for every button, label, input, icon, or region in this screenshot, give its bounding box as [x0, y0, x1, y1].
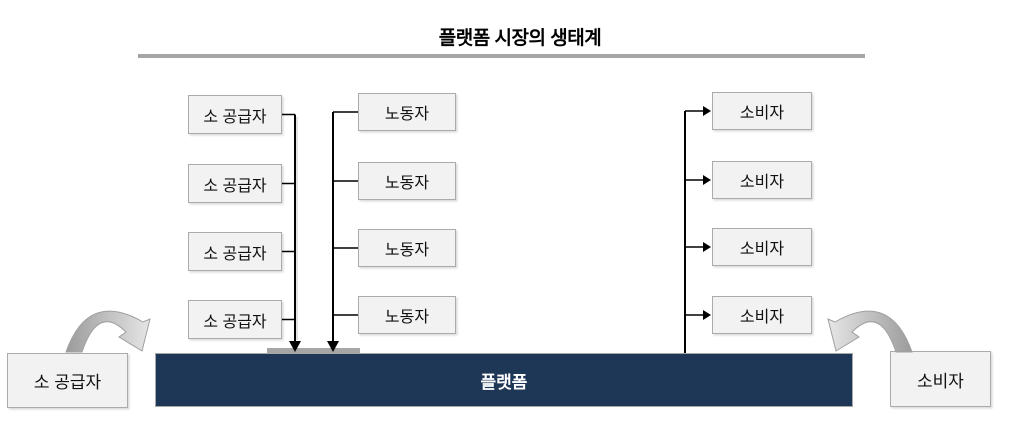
platform-label: 플랫폼 [480, 372, 528, 392]
platform-bar: 플랫폼 [155, 353, 853, 407]
supplier-box: 소 공급자 [188, 95, 282, 134]
right-arrowhead-icon [703, 175, 711, 185]
curved-arrow-left-icon [65, 310, 151, 353]
curved-arrow-right-icon [827, 310, 913, 353]
worker-connector [327, 111, 358, 352]
supplier-box: 소 공급자 [188, 232, 282, 271]
worker-box: 노동자 [358, 229, 456, 267]
external-supplier-box: 소 공급자 [7, 353, 128, 408]
down-arrowhead-icon [327, 341, 339, 352]
consumer-connector [684, 106, 711, 353]
worker-box: 노동자 [358, 93, 456, 131]
supplier-box: 소 공급자 [188, 300, 282, 339]
consumer-box: 소비자 [712, 228, 812, 266]
supplier-connector [282, 113, 301, 352]
right-arrowhead-icon [703, 310, 711, 320]
title-divider [138, 54, 865, 58]
down-arrowhead-icon [289, 341, 301, 352]
right-arrowhead-icon [703, 106, 711, 116]
consumer-box: 소비자 [712, 92, 812, 130]
page-title: 플랫폼 시장의 생태계 [438, 28, 602, 49]
supplier-box: 소 공급자 [188, 164, 282, 203]
worker-box: 노동자 [358, 162, 456, 200]
consumer-box: 소비자 [712, 296, 812, 334]
right-arrowhead-icon [703, 242, 711, 252]
worker-box: 노동자 [358, 296, 456, 334]
external-consumer-box: 소비자 [890, 351, 991, 407]
consumer-box: 소비자 [712, 161, 812, 199]
